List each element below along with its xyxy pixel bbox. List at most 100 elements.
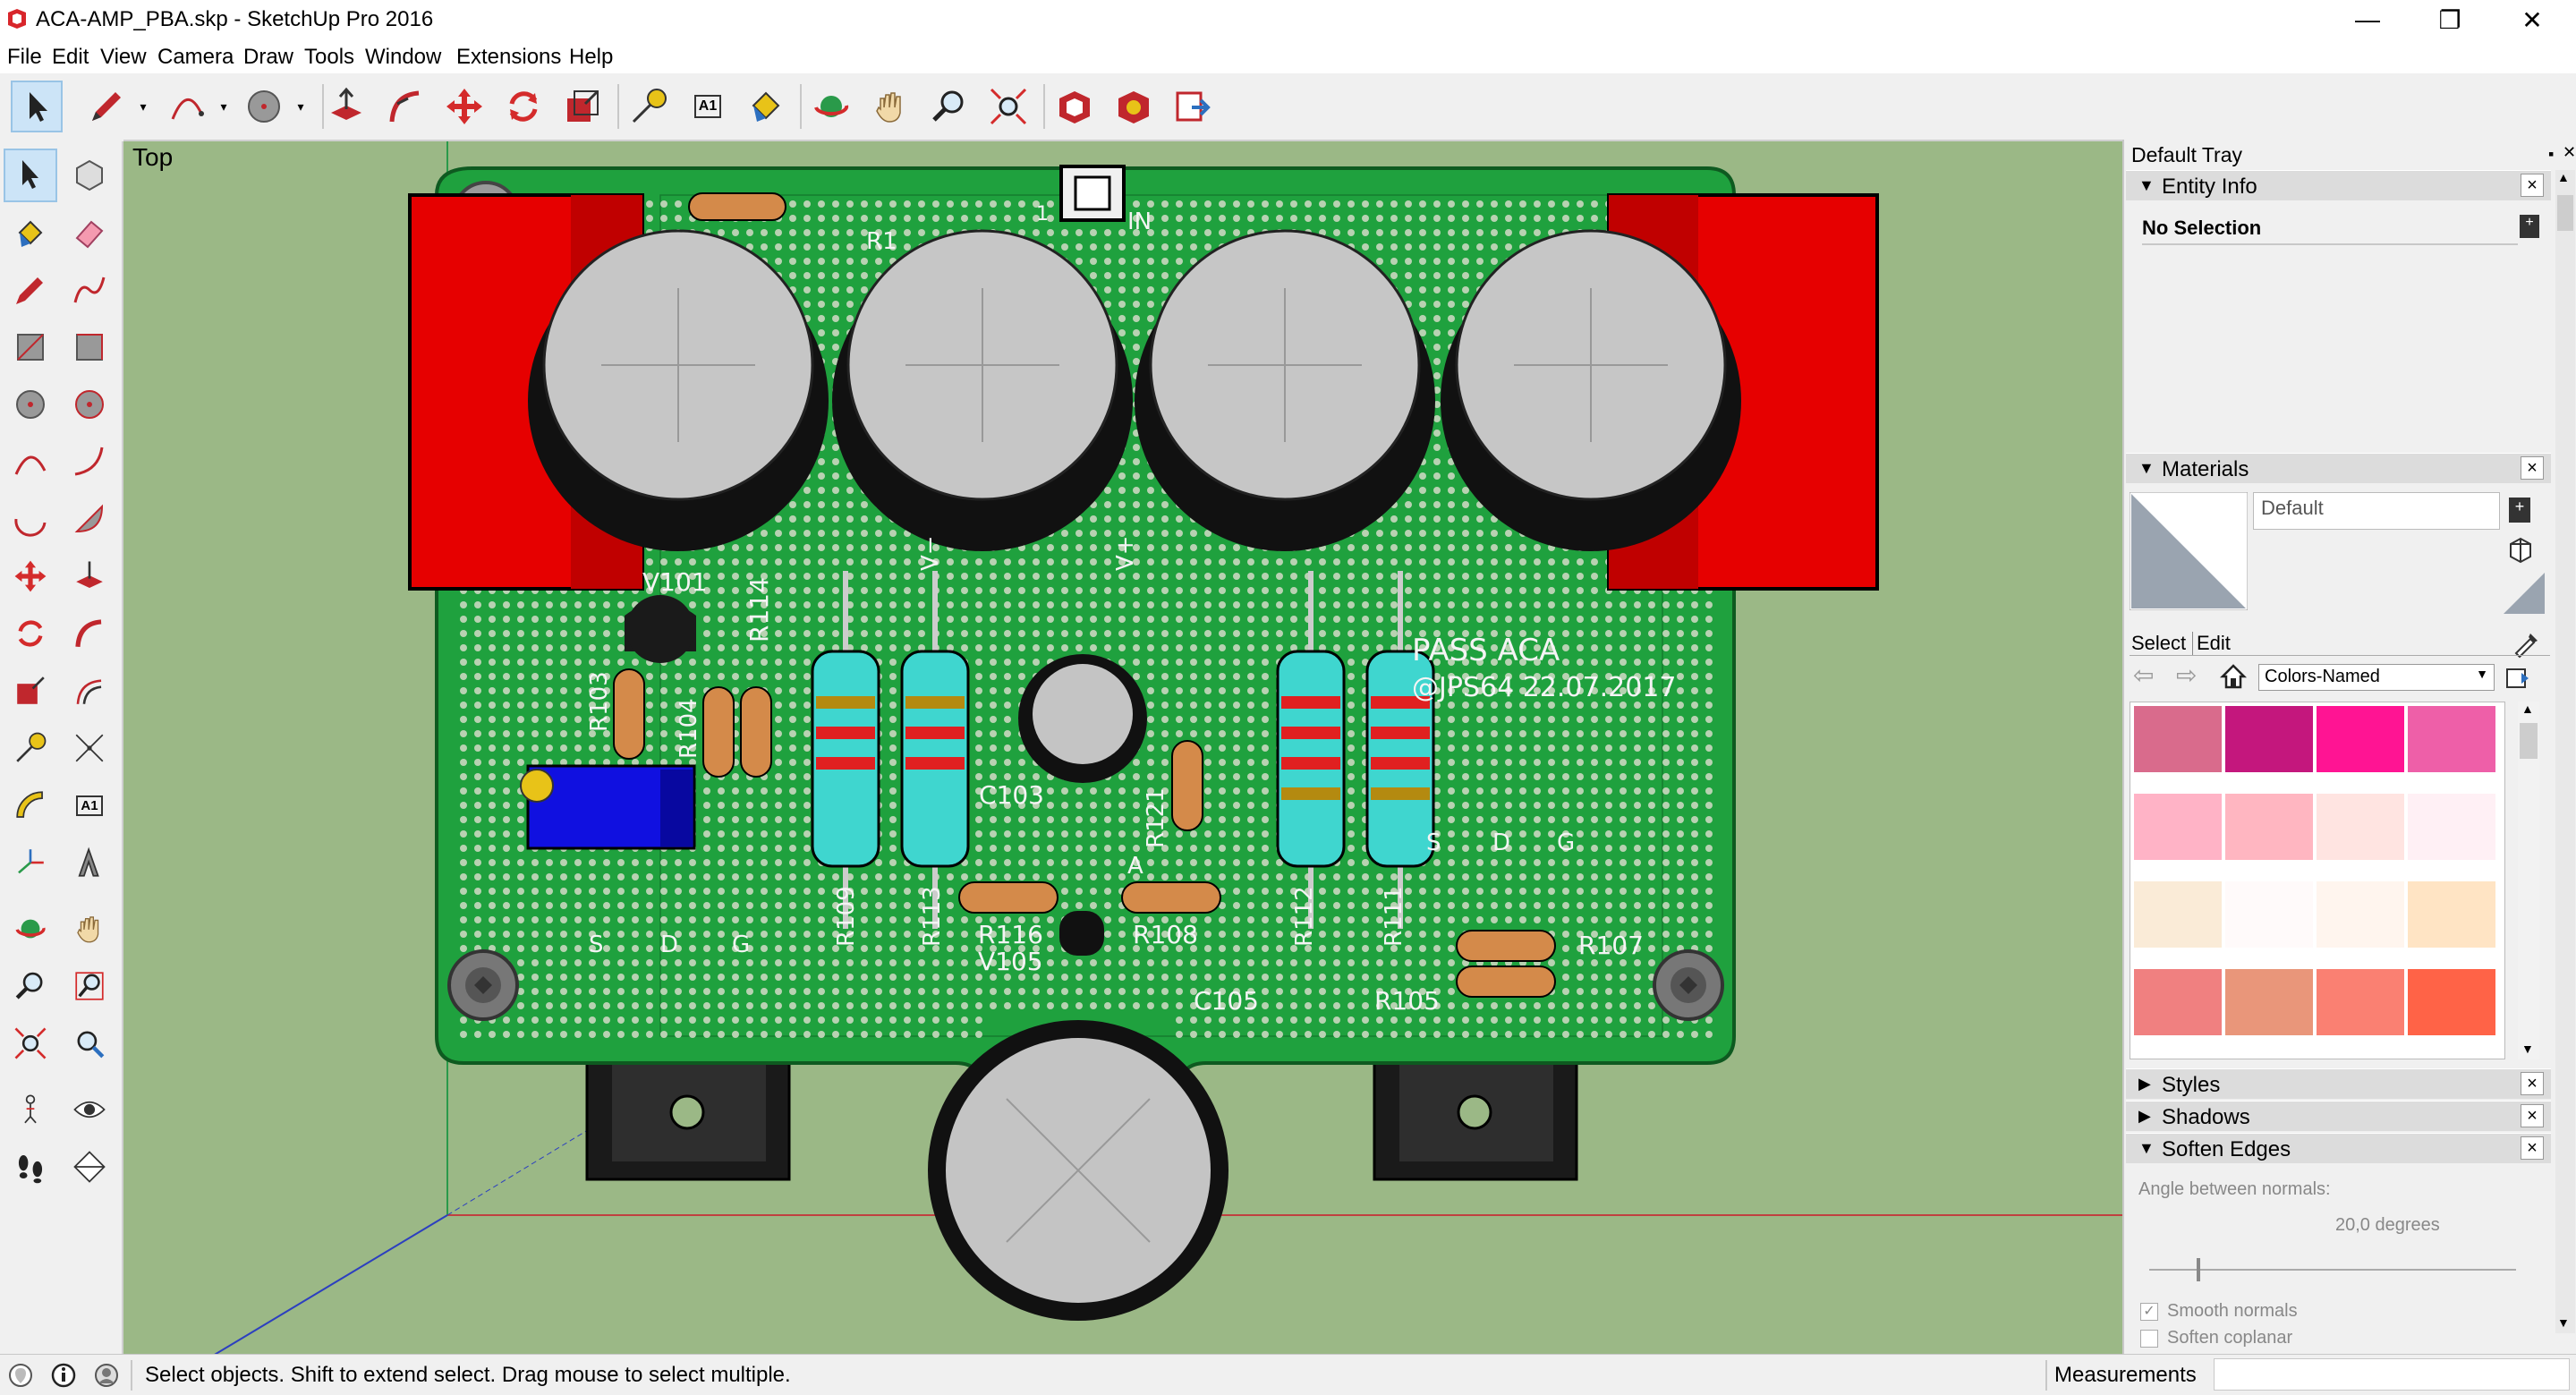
menu-window[interactable]: Window <box>365 45 442 69</box>
3d-warehouse-button[interactable] <box>1049 81 1101 132</box>
tape-measure-tool-button[interactable] <box>623 81 675 132</box>
select-tool-left[interactable] <box>4 149 57 202</box>
via-dot <box>1634 945 1641 952</box>
section-plane-tool[interactable] <box>63 1140 116 1194</box>
via-dot <box>1219 945 1226 952</box>
via-dot <box>1176 601 1183 608</box>
move-tool-left[interactable] <box>4 549 57 603</box>
via-dot <box>503 601 510 608</box>
rotate-tool-button[interactable] <box>497 81 549 132</box>
arrow-cursor-icon <box>22 160 38 189</box>
pie-tool[interactable] <box>63 492 116 546</box>
push-pull-tool-button[interactable] <box>320 81 372 132</box>
menu-file[interactable]: File <box>7 45 42 69</box>
via-dot <box>1247 959 1254 966</box>
rotated-rectangle-tool[interactable] <box>63 320 116 374</box>
eraser-tool[interactable] <box>63 206 116 259</box>
via-dot <box>818 515 825 523</box>
text-tool-button[interactable]: A1 <box>682 81 734 132</box>
circle-tool-button[interactable] <box>238 81 290 132</box>
via-dot <box>990 773 997 780</box>
zoom-extents-tool-left[interactable] <box>4 1016 57 1070</box>
offset-tool[interactable] <box>63 664 116 718</box>
rectangle-tool[interactable] <box>4 320 57 374</box>
freehand-tool[interactable] <box>63 263 116 317</box>
dimension-tool[interactable] <box>63 721 116 775</box>
menu-extensions[interactable]: Extensions <box>456 45 562 69</box>
menu-help[interactable]: Help <box>569 45 614 69</box>
via-dot <box>718 229 725 236</box>
position-camera-tool[interactable] <box>4 1083 57 1136</box>
via-dot <box>718 873 725 880</box>
via-dot <box>1476 200 1484 208</box>
close-button[interactable]: ✕ <box>2521 5 2543 34</box>
line-tool-button[interactable] <box>81 81 132 132</box>
menu-camera[interactable]: Camera <box>157 45 234 69</box>
polygon-tool[interactable] <box>63 378 116 431</box>
circle-tool-left[interactable] <box>4 378 57 431</box>
arc-tool-button[interactable] <box>161 81 213 132</box>
minimize-button[interactable]: — <box>2355 5 2380 33</box>
make-component-tool[interactable] <box>63 149 116 202</box>
arc-tool-left[interactable] <box>4 435 57 489</box>
via-dot <box>632 659 639 666</box>
look-around-tool[interactable] <box>63 1083 116 1136</box>
via-dot <box>1634 601 1641 608</box>
send-to-layout-button[interactable] <box>1167 81 1219 132</box>
via-dot <box>1118 530 1126 537</box>
menu-view[interactable]: View <box>100 45 147 69</box>
scale-tool-left[interactable] <box>4 664 57 718</box>
push-pull-tool-left[interactable] <box>63 549 116 603</box>
extension-warehouse-button[interactable] <box>1108 81 1160 132</box>
orbit-tool-left[interactable] <box>4 902 57 956</box>
zoom-tool-left[interactable] <box>4 959 57 1013</box>
pan-tool-left[interactable] <box>63 902 116 956</box>
via-dot <box>889 644 897 651</box>
via-dot <box>1376 974 1383 981</box>
via-dot <box>1075 888 1083 895</box>
orbit-tool-button[interactable] <box>805 81 857 132</box>
via-dot <box>560 759 567 766</box>
two-point-arc-tool[interactable] <box>63 435 116 489</box>
pan-tool-button[interactable] <box>864 81 916 132</box>
via-dot <box>818 301 825 308</box>
text-tool-left[interactable]: A1 <box>63 778 116 832</box>
via-dot <box>1348 744 1355 752</box>
zoom-window-tool[interactable] <box>63 959 116 1013</box>
paint-bucket-tool-left[interactable] <box>4 206 57 259</box>
via-dot <box>1247 931 1254 938</box>
previous-view-tool[interactable] <box>63 1016 116 1070</box>
tape-measure-tool-left[interactable] <box>4 721 57 775</box>
select-tool-button[interactable] <box>11 81 63 132</box>
line-tool-left[interactable] <box>4 263 57 317</box>
follow-me-tool-left[interactable] <box>63 607 116 660</box>
zoom-extents-tool-button[interactable] <box>982 81 1034 132</box>
follow-me-tool-button[interactable] <box>379 81 431 132</box>
via-dot <box>474 859 481 866</box>
circle-tool-dropdown[interactable]: ▾ <box>297 98 304 114</box>
menu-edit[interactable]: Edit <box>52 45 89 69</box>
walk-tool[interactable] <box>4 1140 57 1194</box>
line-tool-dropdown[interactable]: ▾ <box>140 98 147 114</box>
via-dot <box>1262 558 1269 566</box>
via-dot <box>861 258 868 265</box>
menu-draw[interactable]: Draw <box>243 45 294 69</box>
via-dot <box>1462 200 1469 208</box>
paint-bucket-tool-button[interactable] <box>739 81 791 132</box>
scale-tool-button[interactable] <box>557 81 608 132</box>
maximize-button[interactable]: ❐ <box>2438 5 2461 34</box>
via-dot <box>1405 630 1412 637</box>
three-point-arc-tool[interactable] <box>4 492 57 546</box>
3d-text-tool[interactable] <box>63 836 116 889</box>
axes-tool[interactable] <box>4 836 57 889</box>
protractor-tool[interactable] <box>4 778 57 832</box>
zoom-tool-button[interactable] <box>923 81 975 132</box>
via-dot <box>1090 787 1097 795</box>
arc-tool-dropdown[interactable]: ▾ <box>220 98 227 114</box>
via-dot <box>1147 716 1154 723</box>
menu-tools[interactable]: Tools <box>304 45 355 69</box>
rotate-tool-left[interactable] <box>4 607 57 660</box>
move-tool-button[interactable] <box>438 81 490 132</box>
